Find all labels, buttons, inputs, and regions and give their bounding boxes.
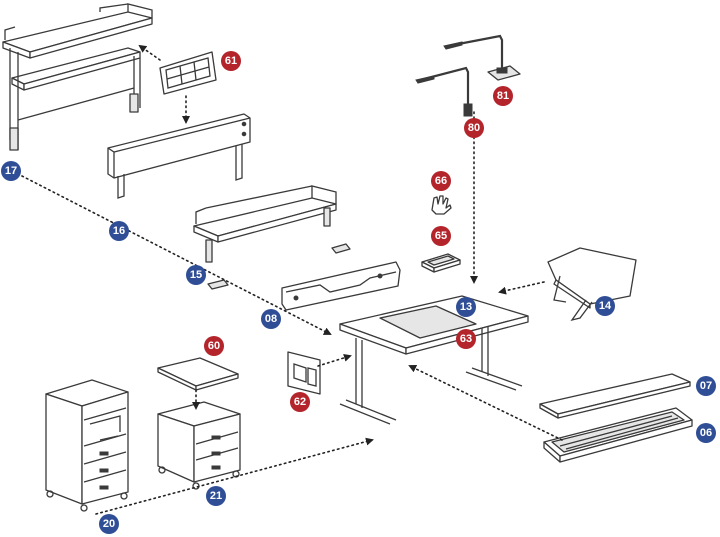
back-panel [107, 113, 251, 199]
badge-65: 65 [431, 226, 451, 246]
badge-21: 21 [206, 486, 226, 506]
rolling-container-small [157, 401, 241, 490]
svg-text:62: 62 [294, 396, 306, 408]
badge-14: 14 [595, 296, 615, 316]
svg-text:63: 63 [460, 333, 472, 345]
svg-text:15: 15 [190, 269, 202, 281]
svg-text:61: 61 [225, 55, 237, 67]
container-top-plate [157, 357, 239, 391]
side-bag-holder [287, 351, 321, 395]
pull-out-drawer [543, 407, 693, 463]
badge-08: 08 [261, 309, 281, 329]
badge-61: 61 [221, 51, 241, 71]
desk-lamp-with-base [443, 34, 521, 81]
assembly-leaders [21, 44, 563, 515]
svg-text:16: 16 [113, 225, 125, 237]
svg-text:13: 13 [460, 301, 472, 313]
small-shelf [193, 185, 351, 290]
svg-text:21: 21 [210, 490, 222, 502]
badge-20: 20 [99, 514, 119, 534]
svg-text:08: 08 [265, 313, 277, 325]
badge-07: 07 [696, 376, 716, 396]
badge-17: 17 [1, 161, 21, 181]
svg-text:06: 06 [700, 427, 712, 439]
svg-text:07: 07 [700, 380, 712, 392]
badge-16: 16 [109, 221, 129, 241]
side-extension-table [547, 247, 637, 322]
badge-15: 15 [186, 265, 206, 285]
svg-text:66: 66 [435, 175, 447, 187]
badge-66: 66 [431, 171, 451, 191]
badge-80: 80 [464, 118, 484, 138]
svg-text:81: 81 [497, 90, 509, 102]
desk-lamp-clamp [415, 66, 473, 117]
badge-62: 62 [290, 392, 310, 412]
cable-channel [281, 261, 401, 311]
wall-organizer [159, 51, 217, 95]
badge-81: 81 [493, 86, 513, 106]
drawer-cover [539, 373, 691, 419]
svg-text:20: 20 [103, 518, 115, 530]
svg-text:14: 14 [599, 300, 612, 312]
desk [339, 295, 529, 425]
top-shelf-unit [2, 3, 153, 151]
badge-63: 63 [456, 329, 476, 349]
badge-60: 60 [204, 336, 224, 356]
part-number-badges: 17 16 15 08 13 14 07 06 [1, 51, 716, 534]
svg-text:65: 65 [435, 230, 447, 242]
badge-06: 06 [696, 423, 716, 443]
rolling-container-tall [45, 379, 129, 512]
svg-text:17: 17 [5, 165, 17, 177]
pen-tray [421, 253, 461, 273]
badge-13: 13 [456, 297, 476, 317]
glove-accessory [431, 195, 452, 215]
svg-text:80: 80 [468, 122, 480, 134]
svg-text:60: 60 [208, 340, 220, 352]
